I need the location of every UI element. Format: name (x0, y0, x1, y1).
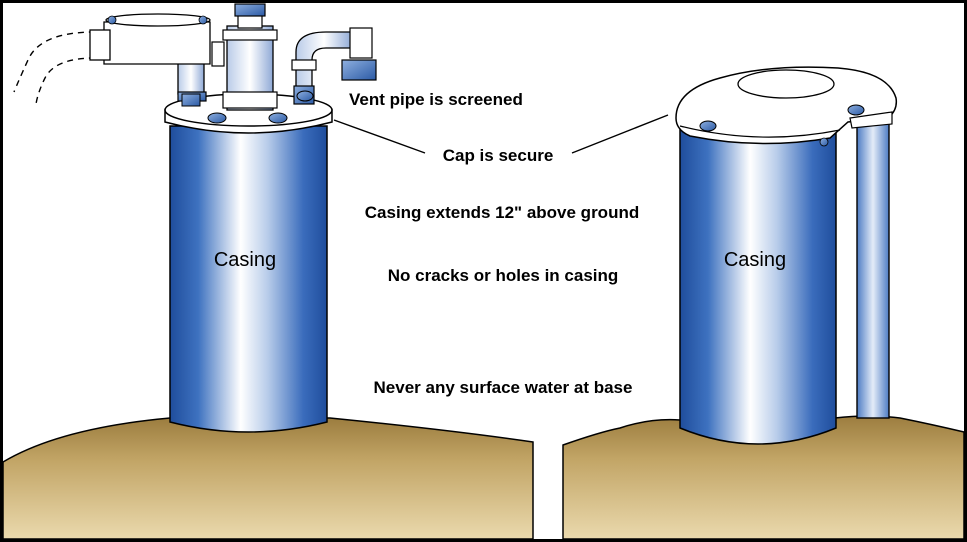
height-callout: Casing extends 12" above ground (365, 203, 639, 222)
casing-left (169, 125, 328, 433)
casing-label-right: Casing (724, 249, 786, 271)
cracks-callout: No cracks or holes in casing (388, 266, 619, 285)
water-callout: Never any surface water at base (374, 378, 633, 397)
vent-pipe (222, 3, 278, 111)
dashed-wire-left (13, 31, 96, 93)
cap-bolts-left (181, 90, 314, 124)
casing-label-left: Casing (214, 249, 276, 271)
casing-right (679, 129, 837, 445)
cap-callout: Cap is secure (443, 146, 554, 165)
cap-callout-line-right (571, 114, 669, 154)
ground-left (2, 417, 534, 540)
conduit-box (89, 13, 225, 102)
ground-right (562, 415, 965, 540)
cap-callout-line-left (333, 119, 426, 154)
dashed-wire-right (35, 57, 96, 105)
sanitary-cap (675, 66, 898, 147)
vent-tube-right (856, 117, 890, 419)
vent-callout: Vent pipe is screened (349, 90, 523, 109)
